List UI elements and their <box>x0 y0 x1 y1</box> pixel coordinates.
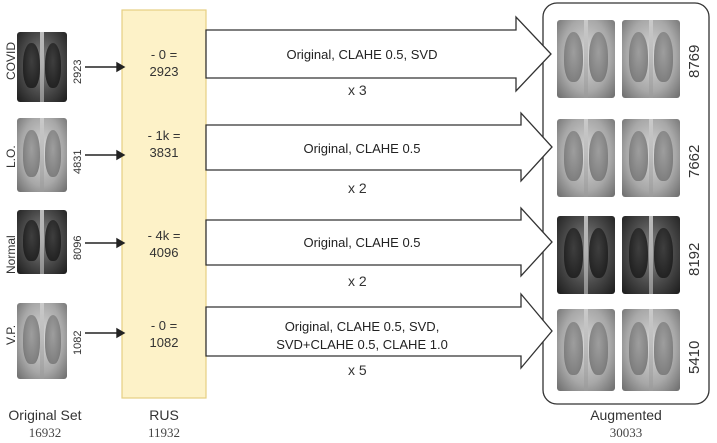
rus-result-vp: 1082 <box>149 335 179 350</box>
augmented-count-covid: 8769 <box>686 44 703 78</box>
augmented-xray-covid-a <box>557 20 615 98</box>
augmented-count-normal: 8192 <box>686 242 703 276</box>
augmented-xray-vp-a <box>557 309 615 391</box>
original-xray-vp <box>17 303 67 379</box>
original-xray-normal <box>17 210 67 274</box>
rus-value-vp: - 0 = 1082 <box>122 317 206 351</box>
class-count-normal: 8096 <box>72 235 84 260</box>
caption-original-total: 16932 <box>28 425 62 440</box>
rus-op-normal: - 4k = <box>147 228 181 243</box>
caption-rus-total: 11932 <box>147 425 181 440</box>
augmented-container <box>542 2 710 405</box>
method-line2-vp: SVD+CLAHE 0.5, CLAHE 1.0 <box>276 337 448 352</box>
method-text-vp: Original, CLAHE 0.5, SVD, SVD+CLAHE 0.5,… <box>212 318 512 354</box>
block-arrow-normal <box>205 206 553 278</box>
class-count-covid: 2923 <box>72 59 84 84</box>
original-xray-lo <box>17 118 67 192</box>
block-arrow-covid <box>205 15 552 93</box>
block-arrow-vp <box>205 292 553 370</box>
class-count-lo: 4831 <box>72 149 84 174</box>
class-count-vp: 1082 <box>72 330 84 355</box>
rus-result-covid: 2923 <box>149 64 179 79</box>
method-text-lo: Original, CLAHE 0.5 <box>212 141 512 156</box>
rus-result-normal: 4096 <box>149 245 179 260</box>
rus-box <box>121 9 207 399</box>
rus-op-covid: - 0 = <box>150 47 178 62</box>
rus-value-lo: - 1k = 3831 <box>122 127 206 161</box>
rus-result-lo: 3831 <box>149 145 179 160</box>
augmented-xray-normal-a <box>557 216 615 294</box>
caption-augmented: Augmented <box>590 407 662 423</box>
rus-value-covid: - 0 = 2923 <box>122 46 206 80</box>
augmented-xray-covid-b <box>622 20 680 98</box>
method-line1-vp: Original, CLAHE 0.5, SVD, <box>284 319 440 334</box>
augmented-count-vp: 5410 <box>686 340 703 374</box>
class-label-vp: V.P. <box>4 324 18 345</box>
augmented-xray-vp-b <box>622 309 680 391</box>
multiplier-covid: x 3 <box>348 82 367 98</box>
rus-op-vp: - 0 = <box>150 318 178 333</box>
small-arrowhead-covid <box>116 61 126 73</box>
multiplier-vp: x 5 <box>348 362 367 378</box>
method-line1-lo: Original, CLAHE 0.5 <box>303 141 421 156</box>
caption-original-set: Original Set <box>8 407 82 423</box>
rus-op-lo: - 1k = <box>147 128 181 143</box>
block-arrow-lo <box>205 111 553 183</box>
method-text-covid: Original, CLAHE 0.5, SVD <box>212 47 512 62</box>
method-line1-covid: Original, CLAHE 0.5, SVD <box>286 47 438 62</box>
multiplier-lo: x 2 <box>348 180 367 196</box>
small-arrowhead-normal <box>116 237 126 249</box>
class-label-covid: COVID <box>4 41 18 80</box>
small-arrowhead-vp <box>116 327 126 339</box>
caption-augmented-total: 30033 <box>609 425 643 440</box>
rus-value-normal: - 4k = 4096 <box>122 227 206 261</box>
small-arrowhead-lo <box>116 149 126 161</box>
method-text-normal: Original, CLAHE 0.5 <box>212 235 512 250</box>
augmented-count-lo: 7662 <box>686 144 703 178</box>
original-xray-covid <box>17 32 67 102</box>
class-label-normal: Normal <box>4 235 18 274</box>
augmented-xray-lo-b <box>622 119 680 197</box>
multiplier-normal: x 2 <box>348 273 367 289</box>
class-label-lo: L.O. <box>4 145 18 168</box>
augmented-xray-normal-b <box>622 216 680 294</box>
augmented-xray-lo-a <box>557 119 615 197</box>
caption-rus: RUS <box>149 407 179 423</box>
method-line1-normal: Original, CLAHE 0.5 <box>303 235 421 250</box>
